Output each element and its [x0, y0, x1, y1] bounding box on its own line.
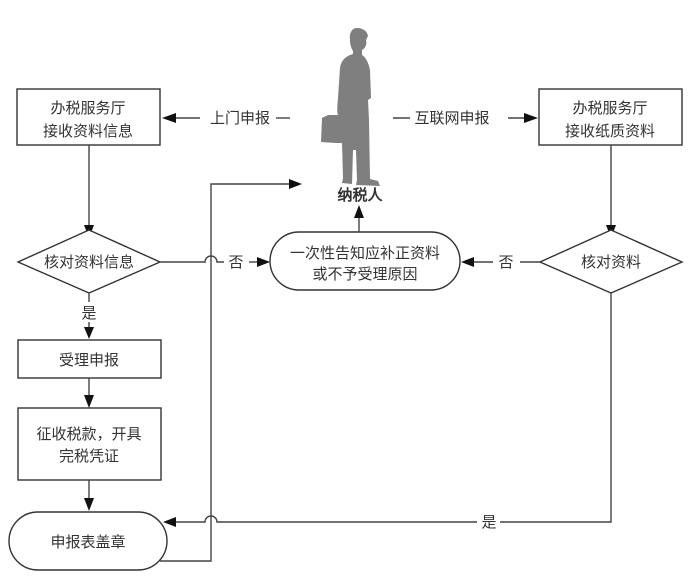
arrow-head: [84, 498, 94, 511]
notify-line2: 或不予受理原因: [312, 265, 417, 283]
accept-filing-box: 受理申报: [17, 339, 162, 379]
arrow-head: [84, 327, 94, 339]
arrow-head: [84, 395, 94, 408]
edge-check-info-yes: 是: [81, 293, 97, 339]
hall-paper-line1: 办税服务厅: [572, 99, 647, 117]
arrow-head: [163, 517, 176, 527]
taxpayer-label: 纳税人: [337, 186, 383, 204]
notify-terminator: 一次性告知应补正资料 或不予受理原因: [269, 231, 461, 291]
edge-label-no-right: 否: [498, 253, 513, 271]
edge-label-online: 互联网申报: [414, 109, 489, 127]
hall-paper-line2: 接收纸质资料: [565, 122, 655, 140]
check-paper-diamond: 核对资料: [538, 229, 684, 294]
hall-receive-paper-box: 办税服务厅 接收纸质资料: [538, 88, 683, 146]
edge-check-paper-no: 否: [461, 253, 540, 271]
check-info-diamond: 核对资料信息: [16, 229, 162, 294]
collect-tax-box: 征收税款，开具 完税凭证: [17, 407, 162, 481]
arrow-head: [289, 179, 302, 189]
edge-label-onsite: 上门申报: [210, 109, 270, 127]
edge-label-no-left: 否: [228, 253, 243, 271]
arrow-head: [524, 113, 538, 123]
hall-info-line2: 接收资料信息: [43, 122, 133, 140]
edge-label-yes-left: 是: [81, 304, 96, 322]
arrow-head: [354, 205, 364, 218]
edge-onsite: 上门申报: [162, 109, 290, 127]
check-paper-label: 核对资料: [581, 253, 641, 271]
accept-label: 受理申报: [59, 351, 119, 369]
edge-online: 互联网申报: [393, 109, 538, 127]
arrow-head: [461, 257, 474, 267]
stamp-label: 申报表盖章: [50, 533, 125, 551]
edge-stamp-to-taxpayer: [160, 179, 302, 562]
notify-line1: 一次性告知应补正资料: [290, 244, 440, 262]
collect-line2: 完税凭证: [59, 447, 119, 465]
hall-info-line1: 办税服务厅: [50, 99, 125, 117]
edge-check-paper-yes: 是: [163, 293, 612, 531]
taxpayer-icon: [321, 28, 380, 186]
arrow-head: [257, 257, 270, 267]
edge-check-info-no: 否: [160, 253, 270, 271]
check-info-label: 核对资料信息: [44, 253, 134, 271]
stamp-terminator: 申报表盖章: [8, 511, 168, 571]
collect-line1: 征收税款，开具: [36, 425, 141, 443]
edge-label-yes-bottom: 是: [481, 513, 496, 531]
arrow-head: [162, 113, 176, 123]
hall-receive-info-box: 办税服务厅 接收资料信息: [16, 88, 161, 146]
